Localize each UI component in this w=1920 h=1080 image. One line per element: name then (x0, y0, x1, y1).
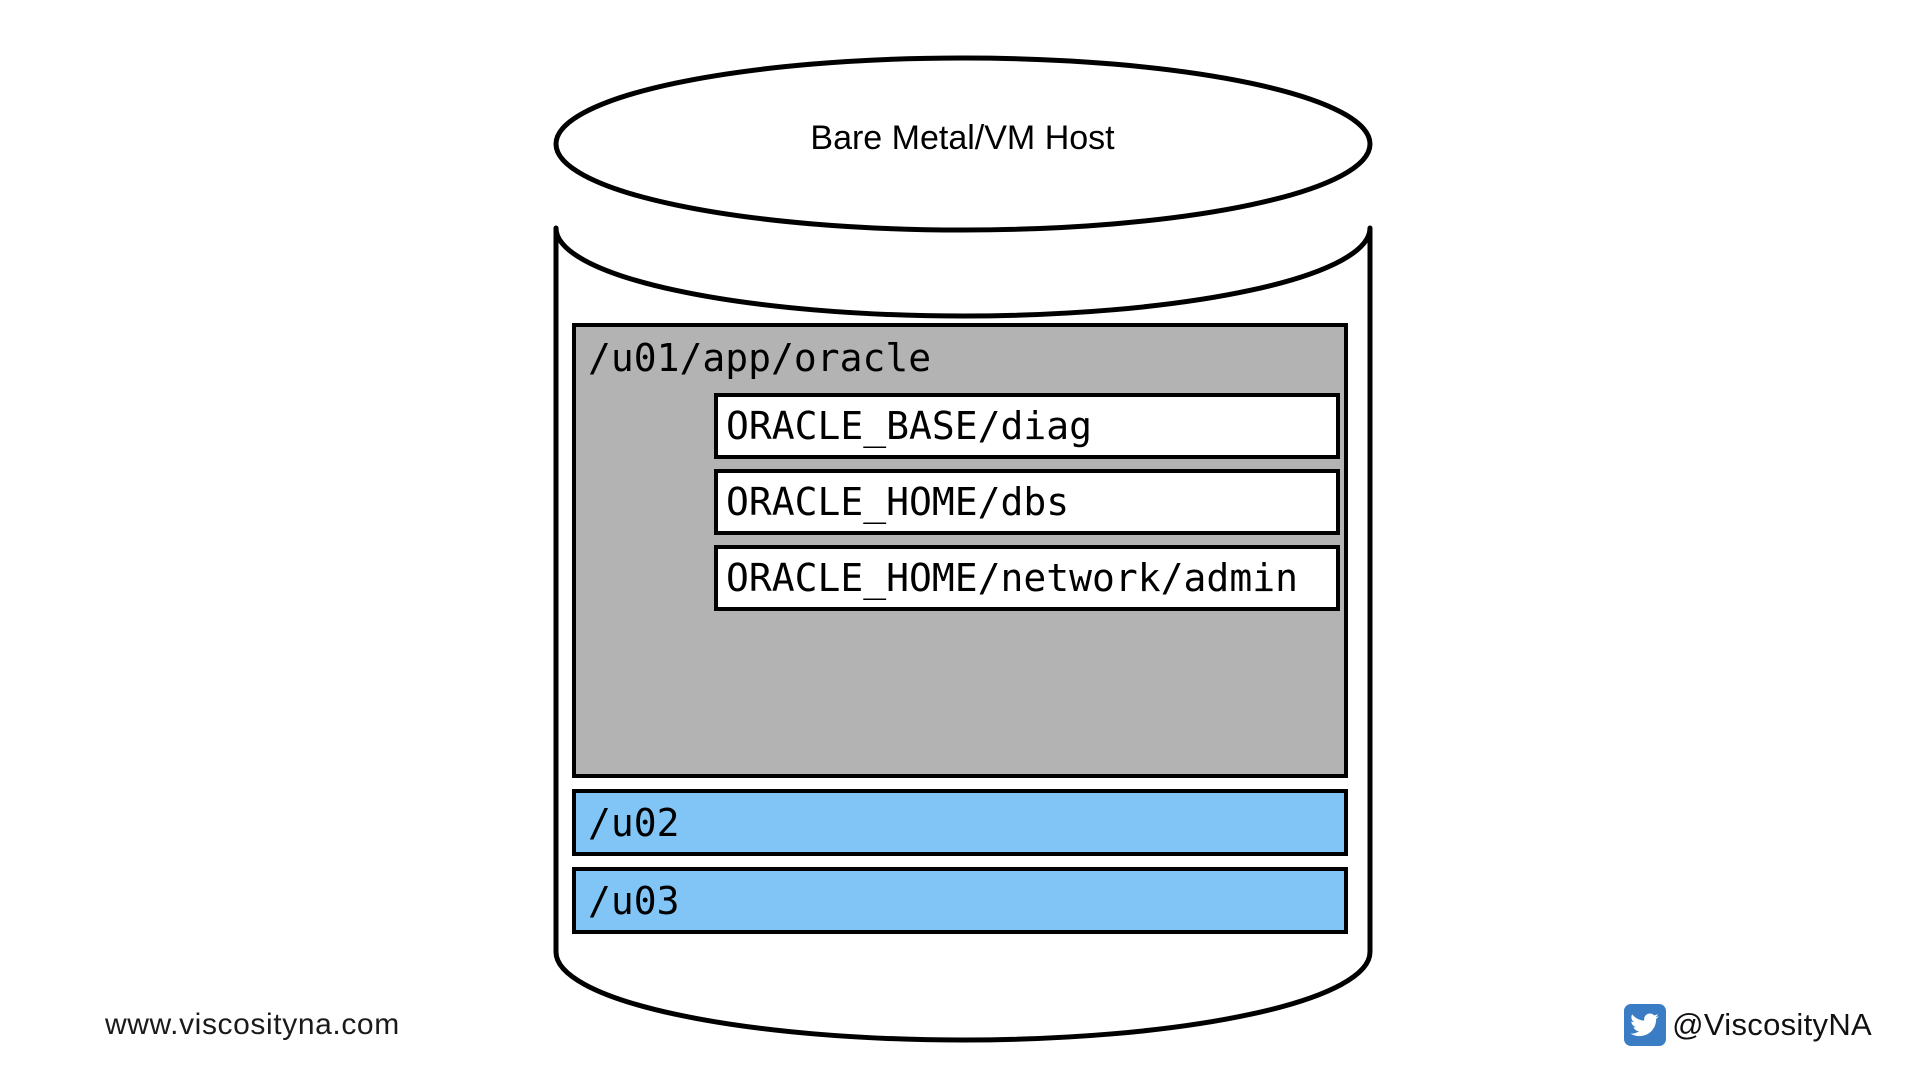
footer-social-group[interactable]: @ViscosityNA (1624, 1004, 1872, 1046)
mount-block-u03[interactable]: /u03 (572, 867, 1348, 934)
path-box-oracle-home-dbs[interactable]: ORACLE_HOME/dbs (714, 469, 1340, 535)
mount-block-u02[interactable]: /u02 (572, 789, 1348, 856)
path-box-oracle-home-network-admin[interactable]: ORACLE_HOME/network/admin (714, 545, 1340, 611)
path-label: ORACLE_HOME/dbs (726, 480, 1070, 524)
volume-label-u01: /u01/app/oracle (588, 336, 932, 380)
page-title: Bare Metal/VM Host (810, 119, 1115, 157)
footer-website[interactable]: www.viscosityna.com (105, 1008, 400, 1041)
twitter-bird-icon[interactable] (1624, 1004, 1667, 1046)
path-label: ORACLE_BASE/diag (726, 404, 1093, 448)
path-box-oracle-base-diag[interactable]: ORACLE_BASE/diag (714, 393, 1340, 459)
path-label: ORACLE_HOME/network/admin (726, 556, 1298, 600)
mount-label: /u02 (588, 800, 680, 845)
footer-twitter-handle[interactable]: @ViscosityNA (1672, 1007, 1872, 1042)
mount-label: /u03 (588, 878, 680, 923)
volume-block-u01[interactable]: /u01/app/oracle ORACLE_BASE/diag ORACLE_… (572, 323, 1348, 778)
